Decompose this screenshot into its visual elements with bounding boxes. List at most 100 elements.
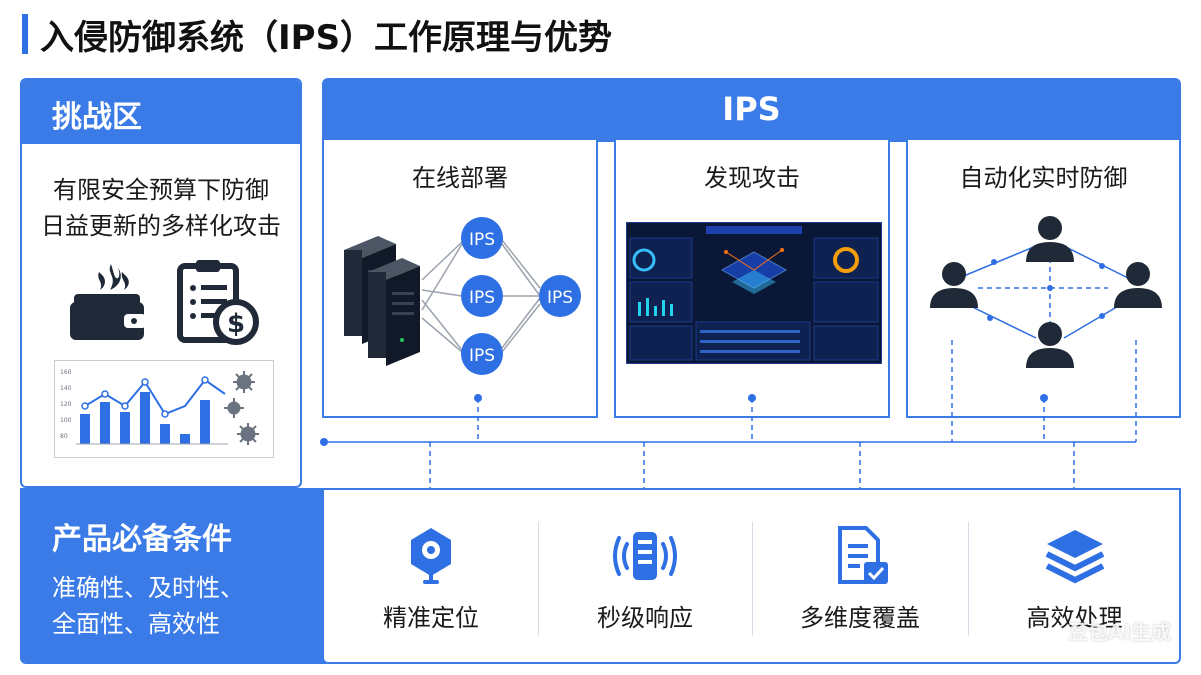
features-panel: 精准定位 秒级响应 多维度覆盖 <box>322 488 1181 664</box>
ips-node <box>539 275 581 317</box>
user-icon <box>930 262 978 308</box>
dashboard-gauge <box>632 248 656 272</box>
challenge-header: 挑战区 <box>22 80 300 144</box>
network-dot <box>1047 285 1053 291</box>
dashboard-panel <box>629 325 693 361</box>
server-icon <box>368 258 420 366</box>
ips-node-label: IPS <box>469 230 495 250</box>
requirements-title: 产品必备条件 <box>52 522 232 557</box>
chart-bar <box>160 424 170 444</box>
chart-point <box>81 402 89 410</box>
ips-node-label: IPS <box>547 288 573 308</box>
dashboard-link <box>725 251 755 271</box>
feature-item: 精准定位 <box>324 490 538 662</box>
connector-dot <box>748 394 756 402</box>
chart-bar <box>140 392 150 444</box>
auto-defense-title: 自动化实时防御 <box>959 164 1128 192</box>
wallet-icon <box>70 264 146 340</box>
coin-symbol: $ <box>227 309 245 339</box>
flame-shape <box>109 264 121 290</box>
user-network-diagram <box>930 216 1162 368</box>
chart-bar <box>100 402 110 444</box>
title-accent-bar <box>22 14 28 54</box>
challenge-panel: 挑战区 有限安全预算下防御 日益更新的多样化攻击 $ 160 140 120 1… <box>20 78 302 488</box>
list-bullet <box>190 285 196 291</box>
connector-dot <box>1040 394 1048 402</box>
chart-line <box>84 378 226 416</box>
y-tick: 80 <box>60 433 68 440</box>
ips-node-label: IPS <box>469 288 495 308</box>
target-location-icon <box>411 528 451 584</box>
feature-label: 多维度覆盖 <box>800 604 920 632</box>
feature-divider <box>538 522 539 636</box>
dashboard-row <box>700 330 800 333</box>
chart-point <box>101 390 109 398</box>
ips-header: IPS <box>322 78 1181 142</box>
y-tick: 120 <box>60 401 72 408</box>
ips-node <box>461 333 503 375</box>
user-icon <box>1026 322 1074 368</box>
dashboard-mini-bar <box>646 298 649 316</box>
requirements-line-1: 准确性、及时性、 <box>52 574 244 602</box>
clipboard-coin-icon: $ <box>177 260 259 345</box>
challenge-line-1: 有限安全预算下防御 <box>53 176 269 204</box>
dashboard-panel <box>629 237 693 279</box>
feature-label: 高效处理 <box>1026 604 1123 632</box>
ips-node <box>461 217 503 259</box>
virus-icon <box>237 423 259 445</box>
chart-point <box>141 378 149 386</box>
virus-icon <box>224 398 244 418</box>
challenge-line-2: 日益更新的多样化攻击 <box>41 212 281 240</box>
chart-point <box>201 376 209 384</box>
deployment-title: 在线部署 <box>412 164 508 192</box>
chart-bar <box>200 400 210 444</box>
dashboard-row <box>700 350 800 353</box>
connector-dot <box>320 438 328 446</box>
y-tick: 160 <box>60 369 72 376</box>
wallet-body <box>70 302 144 340</box>
feature-divider <box>752 522 753 636</box>
y-tick: 140 <box>60 385 72 392</box>
feature-label: 精准定位 <box>383 604 479 632</box>
feature-divider <box>968 522 969 636</box>
signal-device-icon <box>613 532 677 580</box>
dashboard-mini-bar <box>662 300 665 316</box>
connection-arrows <box>421 239 541 353</box>
detection-title: 发现攻击 <box>704 164 800 192</box>
chart-bar <box>80 414 90 444</box>
feature-item: 多维度覆盖 <box>752 490 968 662</box>
detection-box: 发现攻击 <box>614 140 890 418</box>
chart-bar <box>180 434 190 444</box>
list-line <box>201 313 215 318</box>
feature-item: 高效处理 <box>968 490 1181 662</box>
dashboard-row <box>700 340 800 343</box>
connector-dot <box>474 394 482 402</box>
list-line <box>201 285 227 290</box>
page-title: 入侵防御系统（IPS）工作原理与优势 <box>40 18 613 58</box>
network-dot <box>991 259 997 265</box>
feature-label: 秒级响应 <box>597 604 693 632</box>
dashboard-map <box>732 270 776 294</box>
dashboard-node <box>780 248 784 252</box>
dashboard-link <box>753 249 783 271</box>
clipboard-clip <box>196 260 220 272</box>
dashboard-topbar <box>706 226 802 234</box>
dashboard-node <box>724 250 728 254</box>
layers-icon <box>1045 530 1104 584</box>
feature-item: 秒级响应 <box>538 490 752 662</box>
requirements-panel: 产品必备条件 准确性、及时性、 全面性、高效性 <box>20 488 326 664</box>
document-check-icon <box>838 526 888 584</box>
wallet-clasp-dot <box>131 318 137 324</box>
monitoring-dashboard <box>626 222 882 364</box>
deployment-diagram: IPS IPS IPS IPS <box>344 217 581 375</box>
dashboard-mini-bar <box>638 302 641 316</box>
coin <box>213 299 259 345</box>
user-icon <box>1026 216 1074 262</box>
flame-shape <box>121 272 129 290</box>
mini-bar-chart: 160 140 120 100 80 <box>54 360 274 458</box>
requirements-line-2: 全面性、高效性 <box>52 610 220 638</box>
watermark: 豆包AI生成 <box>1068 620 1171 644</box>
user-icon <box>1114 262 1162 308</box>
ips-node-label: IPS <box>469 346 495 366</box>
